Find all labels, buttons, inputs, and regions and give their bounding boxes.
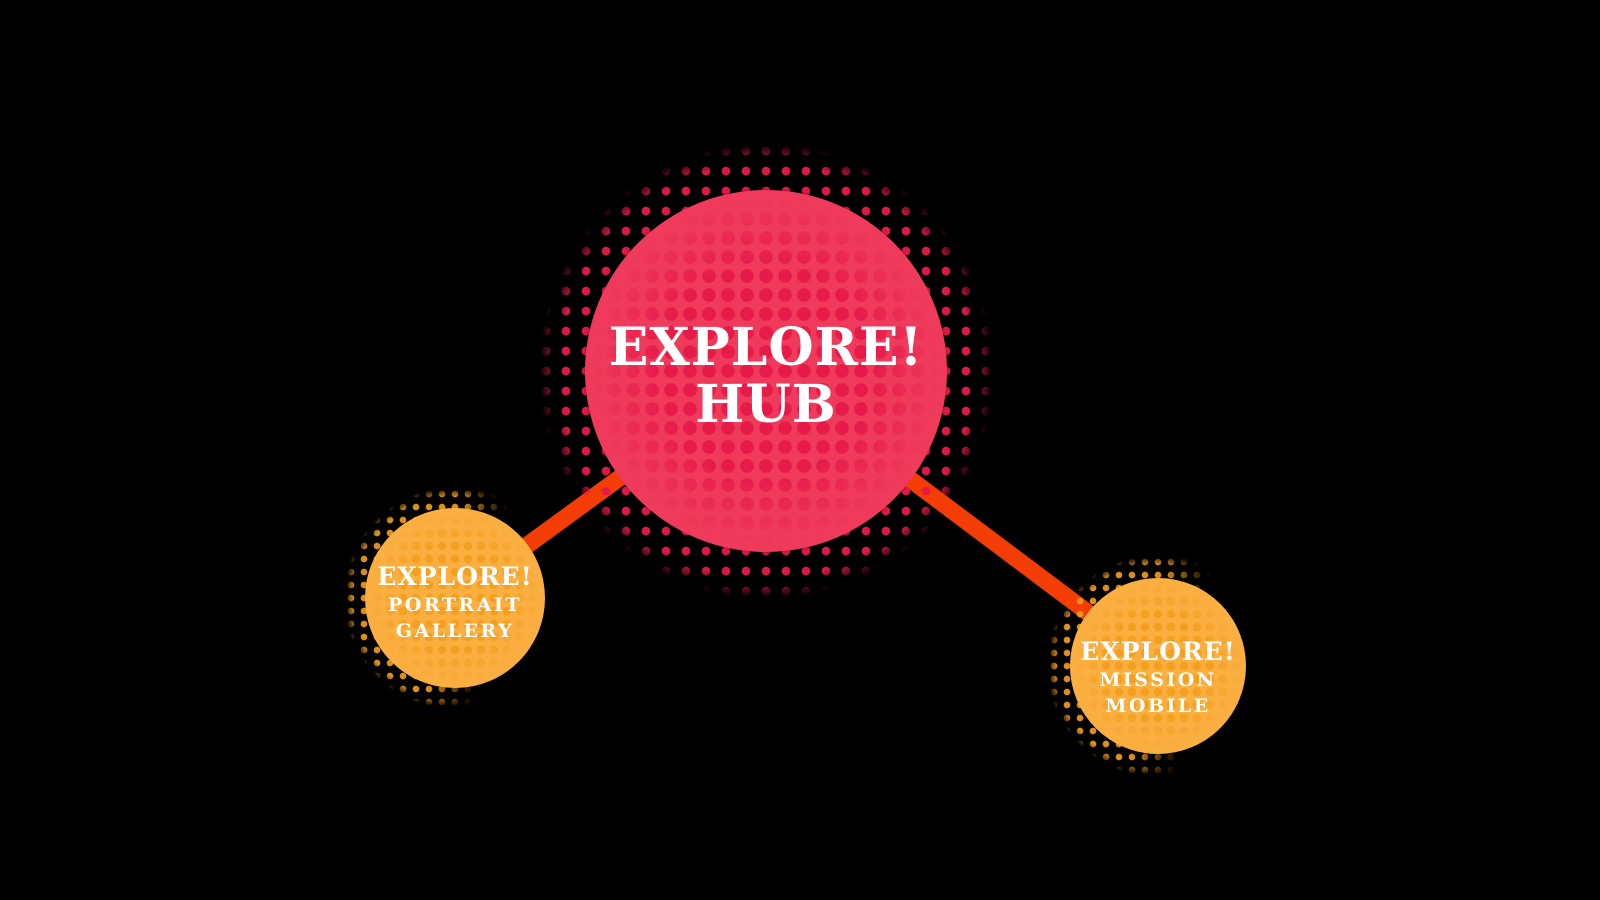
mission-mobile-line3: MOBILE <box>1105 695 1211 717</box>
mission-mobile-node: EXPLORE! MISSION MOBILE <box>1070 578 1246 754</box>
portrait-gallery-line3: GALLERY <box>395 620 515 642</box>
mission-mobile-title: EXPLORE! <box>1080 637 1236 666</box>
hub-node: EXPLORE! HUB <box>585 190 947 552</box>
mission-mobile-line2: MISSION <box>1099 669 1217 691</box>
hub-title: EXPLORE! <box>608 317 924 378</box>
portrait-gallery-node: EXPLORE! PORTRAIT GALLERY <box>365 508 545 688</box>
portrait-gallery-title: EXPLORE! <box>377 562 533 591</box>
hub-subtitle: HUB <box>695 374 837 435</box>
portrait-gallery-line2: PORTRAIT <box>388 594 522 616</box>
